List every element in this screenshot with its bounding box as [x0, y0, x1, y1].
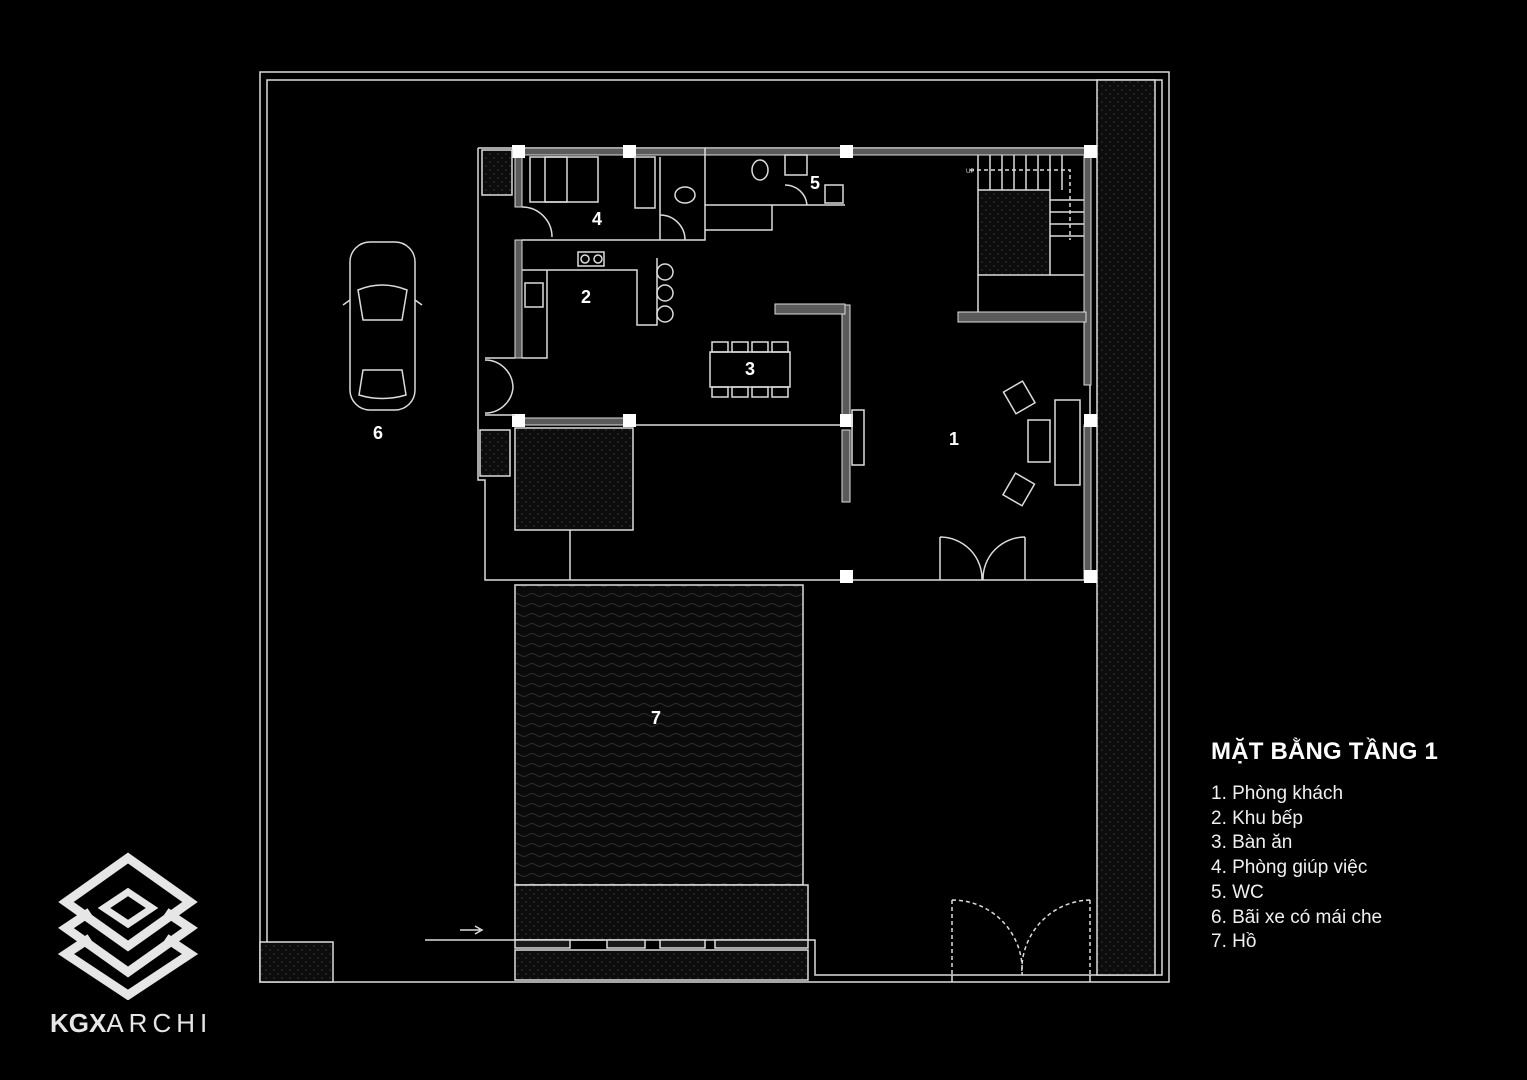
legend-item: 7. Hồ — [1211, 931, 1257, 953]
room-label-3: 3 — [745, 359, 755, 379]
corner-planter — [259, 941, 334, 983]
wall-living-east2 — [1083, 424, 1092, 581]
room-label-7: 7 — [651, 708, 661, 728]
room-label-1: 1 — [949, 429, 959, 449]
wall-west-2 — [514, 239, 523, 359]
legend-item: 6. Bãi xe có mái che — [1211, 906, 1383, 928]
legend-list: 1. Phòng khách 2. Khu bếp 3. Bàn ăn 4. P… — [1211, 782, 1438, 955]
stair-void — [977, 189, 1051, 276]
room-label-4: 4 — [592, 209, 602, 229]
wall-north — [514, 147, 1091, 156]
dining-table — [709, 351, 791, 388]
site-boundary — [259, 71, 1170, 983]
wall-dining-east — [841, 304, 851, 416]
kgx-logo-icon — [57, 852, 199, 1000]
wall-south-2 — [514, 417, 631, 426]
sofa — [1054, 399, 1081, 486]
legend-item: 3. Bàn ăn — [1211, 832, 1293, 854]
legend-item: 2. Khu bếp — [1211, 807, 1303, 829]
car-icon — [342, 241, 423, 411]
wall-living-east — [1083, 154, 1092, 386]
legend-title: MẶT BẰNG TẦNG 1 — [1211, 738, 1438, 765]
pond — [514, 584, 804, 886]
wall-west-4 — [514, 154, 523, 208]
legend-item: 1. Phòng khách — [1211, 783, 1344, 804]
room-label-2: 2 — [581, 287, 591, 307]
wall-living-west — [841, 429, 851, 503]
room-label-5: 5 — [810, 173, 820, 193]
legend-item: 5. WC — [1211, 881, 1264, 903]
brand-light: ARCHI — [106, 1008, 213, 1038]
brand-wordmark: KGXARCHI — [50, 1008, 212, 1039]
room-label-6: 6 — [373, 423, 383, 443]
legend-item: 4. Phòng giúp việc — [1211, 857, 1368, 879]
stair-up-label: UP — [966, 169, 974, 175]
east-planter-strip — [1096, 79, 1156, 976]
brand-bold: KGX — [50, 1008, 107, 1038]
legend: MẶT BẰNG TẦNG 1 1. Phòng khách 2. Khu bế… — [1211, 738, 1438, 955]
